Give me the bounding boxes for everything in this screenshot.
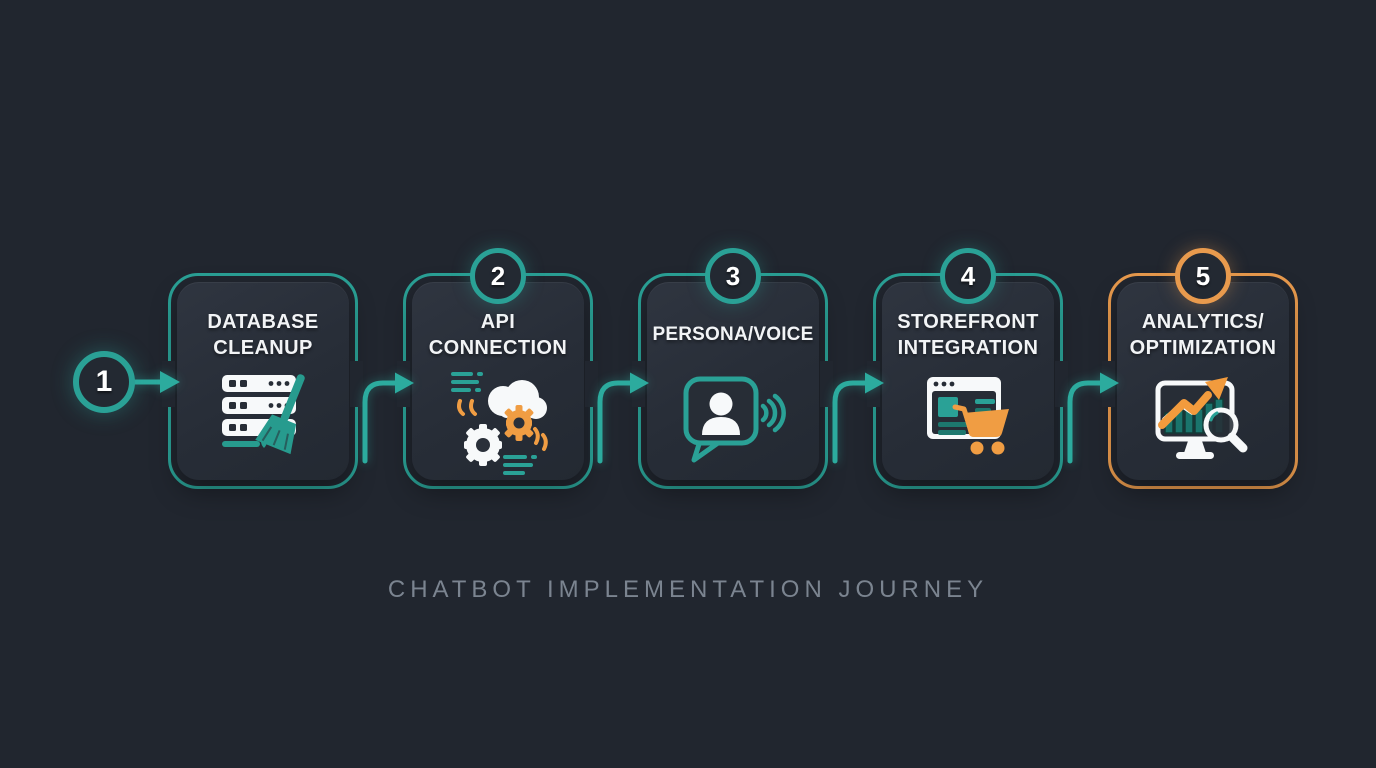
server-cleanup-icon: [208, 367, 318, 477]
step-number-badge-3: 3: [705, 248, 761, 304]
step-label: PERSONA/VOICE: [652, 323, 814, 345]
step-card-storefront-integration: 4 STOREFRONT INTEGRATION: [873, 248, 1063, 489]
step-number: 4: [960, 260, 976, 291]
border-gap: [1102, 361, 1115, 407]
cloud-gears-api-icon: [443, 367, 553, 477]
step-number: 5: [1195, 260, 1211, 291]
step-label: API CONNECTION: [428, 311, 568, 359]
step-number-badge-1: 1: [73, 351, 135, 413]
step-card-api-connection: 2 API CONNECTION: [403, 248, 593, 489]
border-gap: [397, 361, 410, 407]
border-gap: [867, 361, 880, 407]
step-number: 2: [490, 260, 506, 291]
connector-arrow-2-3: [597, 380, 635, 464]
border-gap: [350, 361, 363, 407]
connector-arrow-4-5: [1067, 380, 1105, 464]
step-number: 1: [95, 365, 113, 398]
step-label: DATABASE CLEANUP: [207, 311, 319, 359]
step-label: STOREFRONT INTEGRATION: [897, 311, 1039, 359]
connector-arrow-1-2: [362, 380, 400, 464]
step-card-database-cleanup: DATABASE CLEANUP: [168, 273, 358, 489]
analytics-magnifier-icon: [1148, 367, 1258, 477]
border-gap: [162, 361, 175, 407]
step-number-badge-2: 2: [470, 248, 526, 304]
step-number: 3: [725, 260, 741, 291]
step-number-badge-5: 5: [1175, 248, 1231, 304]
border-gap: [820, 361, 833, 407]
step-card-analytics-optimization: 5 ANALYTICS/ OPTIMIZATION: [1108, 248, 1298, 489]
border-gap: [585, 361, 598, 407]
border-gap: [632, 361, 645, 407]
connector-arrow-3-4: [832, 380, 870, 464]
step-number-badge-4: 4: [940, 248, 996, 304]
chat-bubble-voice-icon: [678, 367, 788, 477]
border-gap: [1055, 361, 1068, 407]
step-card-persona-voice: 3 PERSONA/VOICE: [638, 248, 828, 489]
step-label: ANALYTICS/ OPTIMIZATION: [1129, 311, 1277, 359]
browser-cart-icon: [913, 367, 1023, 477]
journey-title: CHATBOT IMPLEMENTATION JOURNEY: [387, 576, 989, 603]
